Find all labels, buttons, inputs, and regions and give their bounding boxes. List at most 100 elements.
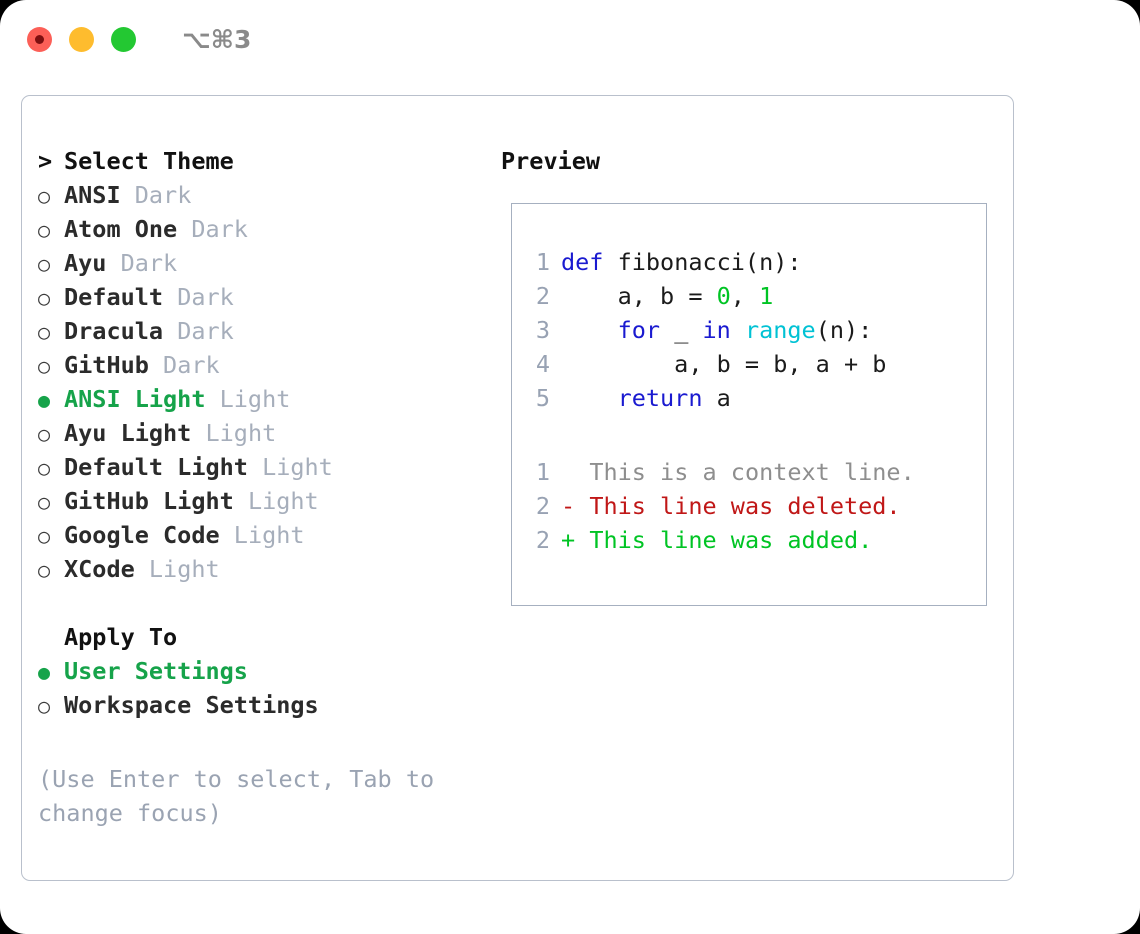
theme-selector-column: >Select Theme ○ANSI Dark ○Atom One Dark …	[38, 144, 478, 722]
code-line-text: for _ in range(n):	[561, 313, 873, 347]
theme-list-item[interactable]: ○ ANSI Dark	[38, 178, 478, 212]
theme-variant-tag: Dark	[191, 215, 248, 243]
theme-list-item[interactable]: ○Default Dark	[38, 280, 478, 314]
code-token-plain	[731, 316, 745, 344]
theme-variant-tag: Light	[205, 419, 277, 447]
theme-list-item-selected[interactable]: ●ANSI Light Light	[38, 382, 478, 416]
theme-list-item[interactable]: ○ Default Light Light	[38, 450, 478, 484]
diff-line-context: 1 This is a context line.	[522, 455, 982, 489]
radio-unselected-icon[interactable]: ○	[38, 218, 51, 242]
preview-title: Preview	[501, 147, 601, 175]
traffic-light-group	[27, 26, 136, 52]
theme-list-item[interactable]: ○ Ayu Light Light	[38, 416, 478, 450]
theme-list-item[interactable]: ○ GitHub Dark	[38, 348, 478, 382]
code-line: 5 return a	[522, 381, 982, 415]
theme-list-item[interactable]: ○ Ayu Dark	[38, 246, 478, 280]
theme-variant-tag: Dark	[163, 351, 220, 379]
radio-unselected-icon[interactable]: ○	[38, 490, 51, 514]
select-theme-header: > Select Theme	[38, 144, 478, 178]
theme-name: Dracula	[64, 317, 164, 345]
radio-selected-icon[interactable]: ●	[38, 388, 51, 412]
theme-list-item[interactable]: ○ Dracula Dark	[38, 314, 478, 348]
radio-unselected-icon[interactable]: ○	[38, 456, 51, 480]
diff-text: This line was deleted.	[589, 492, 901, 520]
radio-unselected-icon[interactable]: ○	[38, 286, 51, 310]
theme-list-item[interactable]: ○GitHub Light Light	[38, 484, 478, 518]
theme-name: Google Code	[64, 521, 220, 549]
theme-name: GitHub	[64, 351, 149, 379]
theme-name: Default Light	[64, 453, 248, 481]
theme-name: Ayu	[64, 249, 107, 277]
line-number: 1	[535, 248, 550, 276]
theme-name: XCode	[64, 555, 135, 583]
code-token-number: 0	[716, 282, 731, 310]
apply-to-option-workspace-settings[interactable]: ○Workspace Settings	[38, 688, 478, 722]
theme-variant-tag: Light	[148, 555, 220, 583]
theme-list-item[interactable]: ○ Atom One Dark	[38, 212, 478, 246]
code-line: 2 a, b = 0, 1	[522, 279, 982, 313]
code-line: 4 a, b = b, a + b	[522, 347, 982, 381]
theme-variant-tag: Light	[262, 453, 333, 481]
diff-line-deleted: 2- This line was deleted.	[522, 489, 982, 523]
code-token-plain: (n):	[815, 316, 873, 344]
code-token-plain	[561, 316, 618, 344]
code-blank-line	[522, 415, 982, 455]
line-number: 2	[535, 526, 550, 554]
theme-list-item[interactable]: ○ Google Code Light	[38, 518, 478, 552]
theme-variant-tag: Light	[219, 385, 291, 413]
code-token-plain: a, b =	[561, 282, 717, 310]
diff-line-added: 2+ This line was added.	[522, 523, 982, 557]
keyboard-hint-text: (Use Enter to select, Tab to change focu…	[38, 765, 435, 827]
radio-unselected-icon[interactable]: ○	[38, 524, 51, 548]
code-line-text: def fibonacci(n):	[561, 245, 802, 279]
diff-text: This is a context line.	[589, 458, 915, 486]
theme-name: GitHub Light	[64, 487, 234, 515]
code-line-text: a, b = b, a + b	[561, 347, 886, 381]
theme-list-item[interactable]: ○ XCode Light	[38, 552, 478, 586]
code-line-text: return a	[561, 381, 731, 415]
radio-unselected-icon[interactable]: ○	[38, 354, 51, 378]
panel-body: >Select Theme ○ANSI Dark ○Atom One Dark …	[22, 96, 1013, 880]
line-number: 4	[535, 350, 550, 378]
code-line-text: a, b = 0, 1	[561, 279, 774, 313]
theme-variant-tag: Dark	[120, 249, 178, 277]
title-bar: ⌥⌘3	[0, 0, 1140, 78]
minimize-window-button[interactable]	[69, 26, 94, 52]
theme-name: ANSI	[64, 181, 121, 209]
code-token-plain: a, b = b, a + b	[561, 350, 887, 378]
line-number: 2	[535, 492, 550, 520]
theme-variant-tag: Dark	[177, 283, 234, 311]
code-token-plain: ,	[730, 282, 760, 310]
theme-variant-tag: Dark	[177, 317, 234, 345]
diff-text: This line was added.	[589, 526, 873, 554]
code-token-plain: _	[660, 316, 703, 344]
radio-unselected-icon[interactable]: ○	[38, 184, 51, 208]
code-token-plain: fibonacci(n):	[603, 248, 802, 276]
theme-variant-tag: Dark	[134, 181, 192, 209]
select-theme-title: Select Theme	[64, 147, 234, 175]
radio-unselected-icon[interactable]: ○	[38, 252, 51, 276]
apply-to-title: Apply To	[64, 623, 178, 651]
code-token-plain: a	[702, 384, 731, 412]
radio-selected-icon[interactable]: ●	[38, 660, 51, 684]
close-window-button[interactable]	[27, 26, 52, 52]
code-token-keyword: for	[617, 316, 661, 344]
apply-to-option-user-settings[interactable]: ●User Settings	[38, 654, 478, 688]
preview-column: Preview	[501, 144, 981, 178]
theme-name: Ayu Light	[64, 419, 192, 447]
maximize-window-button[interactable]	[111, 26, 136, 52]
prompt-caret-icon: >	[38, 147, 53, 175]
code-token-keyword: in	[702, 316, 731, 344]
radio-unselected-icon[interactable]: ○	[38, 558, 51, 582]
list-spacer	[38, 586, 478, 620]
line-number: 2	[535, 282, 550, 310]
theme-variant-tag: Light	[233, 521, 305, 549]
radio-unselected-icon[interactable]: ○	[38, 694, 51, 718]
radio-unselected-icon[interactable]: ○	[38, 422, 51, 446]
code-token-keyword: return	[617, 384, 703, 412]
radio-unselected-icon[interactable]: ○	[38, 320, 51, 344]
diff-sign	[561, 455, 575, 489]
theme-name: Atom One	[64, 215, 178, 243]
